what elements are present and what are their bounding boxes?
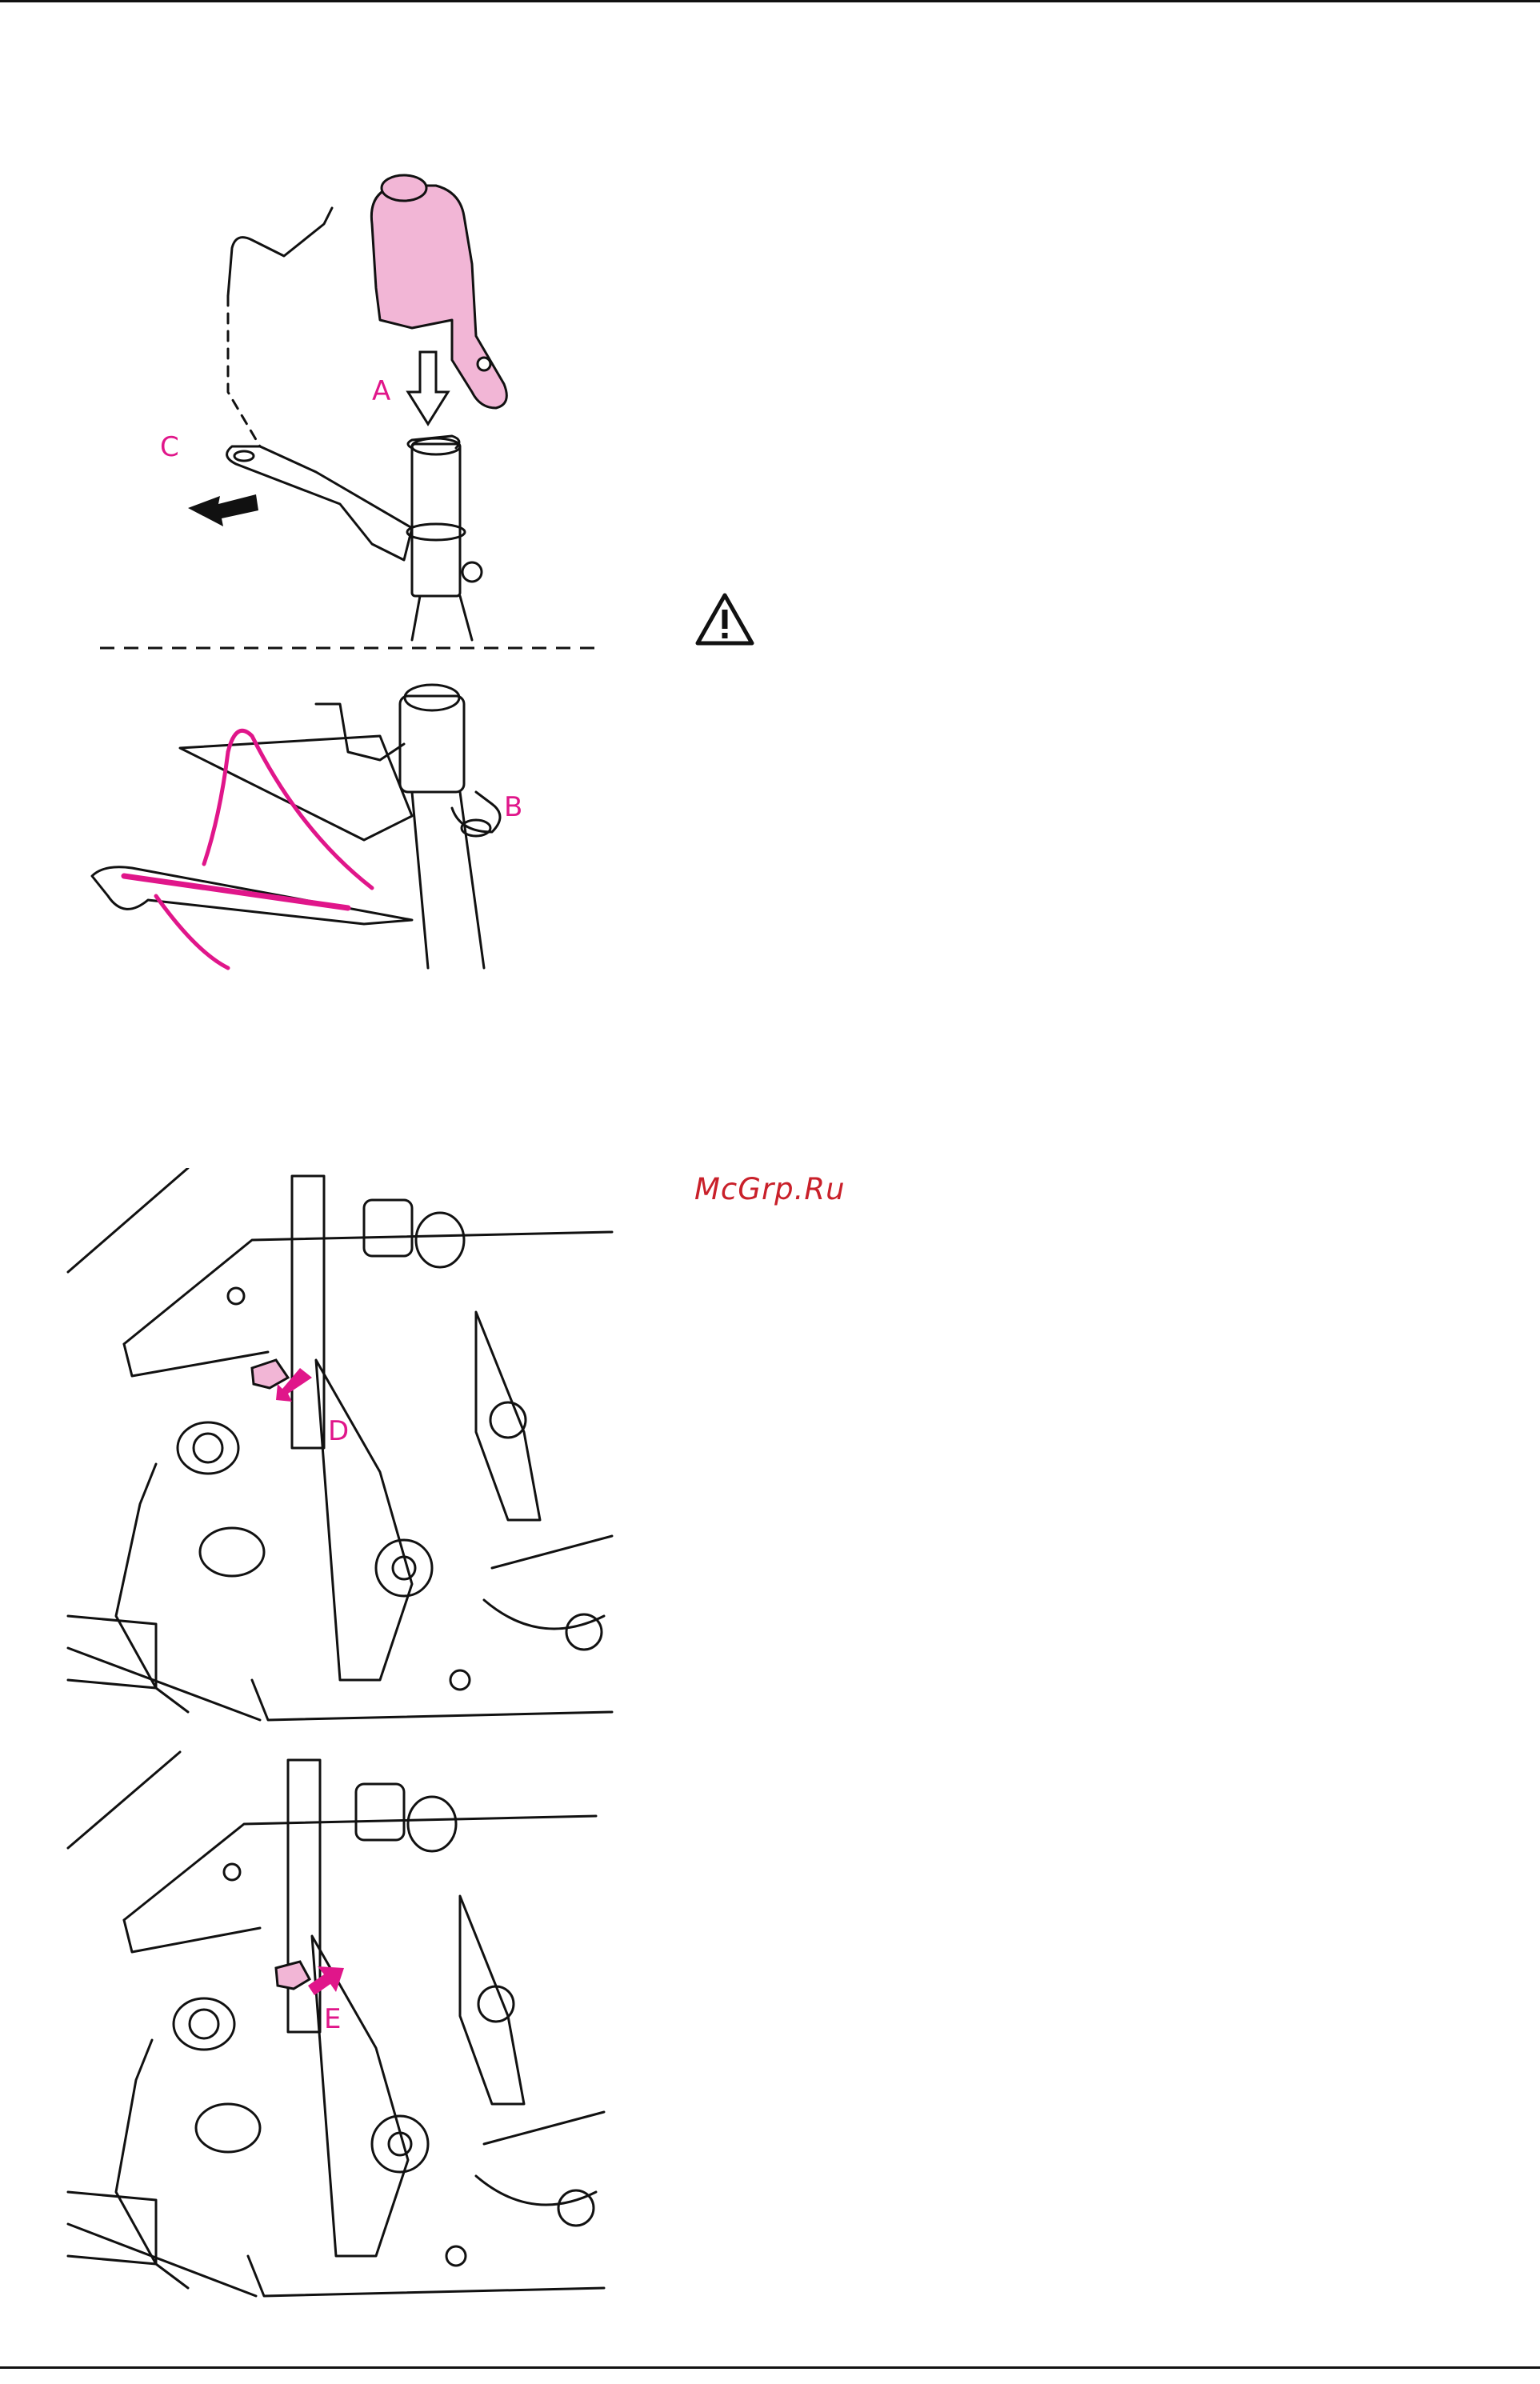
header-rule	[0, 0, 1540, 2]
slider-e	[276, 1962, 310, 1989]
arrow-left-icon	[188, 494, 258, 526]
watermark-text: McGrp.Ru	[694, 1172, 846, 1206]
arrow-e-icon	[308, 1966, 344, 1995]
machine-mechanism-illustration: D E	[60, 1168, 620, 2300]
machine-mechanism-figure: D E	[60, 1168, 620, 2300]
thread-path	[124, 730, 372, 968]
slider-d	[252, 1360, 288, 1388]
footer-rule	[0, 2366, 1540, 2369]
label-c: C	[160, 431, 179, 463]
post-body	[412, 444, 460, 596]
warning-triangle-icon	[694, 592, 755, 646]
looper-threader-illustration: A C B	[76, 128, 604, 996]
arrow-down-icon	[408, 352, 448, 424]
label-e: E	[324, 2003, 341, 2035]
threader-part-a	[371, 175, 506, 408]
looper-threader-figure: A C B	[76, 128, 604, 996]
label-a: A	[372, 375, 390, 407]
label-b: B	[504, 791, 522, 823]
label-d: D	[328, 1415, 349, 1447]
